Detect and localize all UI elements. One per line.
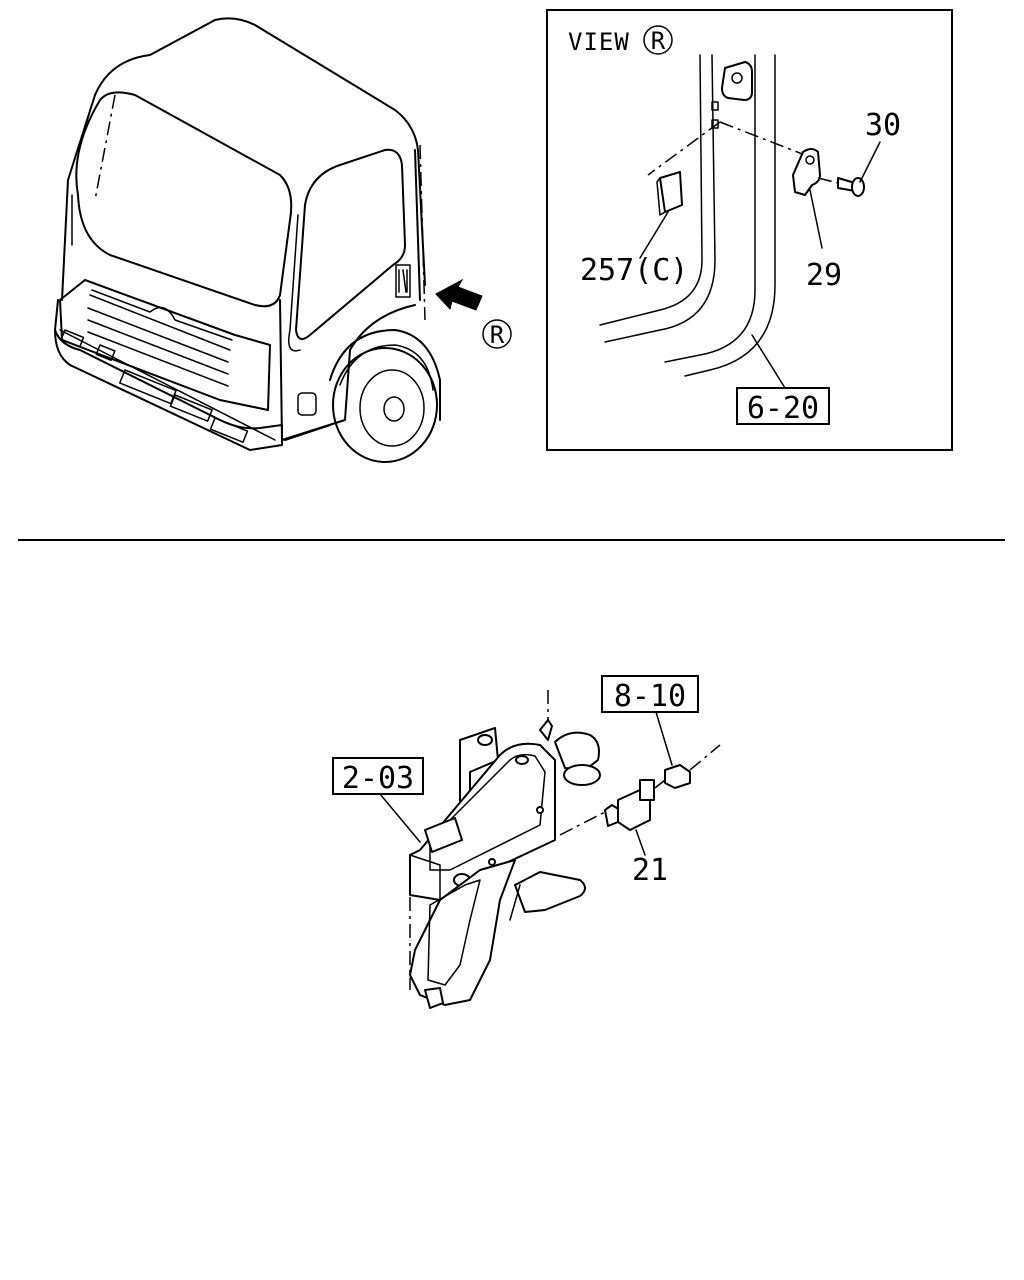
- ref-box-2-03: 2-03: [342, 761, 414, 796]
- clutch-pedal-assembly: 8-10 2-03: [332, 675, 721, 1009]
- ref-box-8-10: 8-10: [614, 679, 686, 714]
- truck-cab-illustration: R: [54, 17, 512, 463]
- cab-view-marker: R: [490, 321, 505, 349]
- callout-21: 21: [632, 853, 668, 888]
- ref-box-6-20: 6-20: [747, 391, 819, 426]
- view-title: VIEW: [568, 28, 630, 56]
- callout-29: 29: [806, 258, 842, 293]
- callout-257c: 257(C): [580, 253, 688, 288]
- view-r-inset: VIEW R 257(C) 29 30 6-20: [546, 9, 953, 451]
- callout-30: 30: [865, 108, 901, 143]
- view-ref-symbol: R: [651, 27, 666, 55]
- view-arrow-icon: [435, 278, 483, 311]
